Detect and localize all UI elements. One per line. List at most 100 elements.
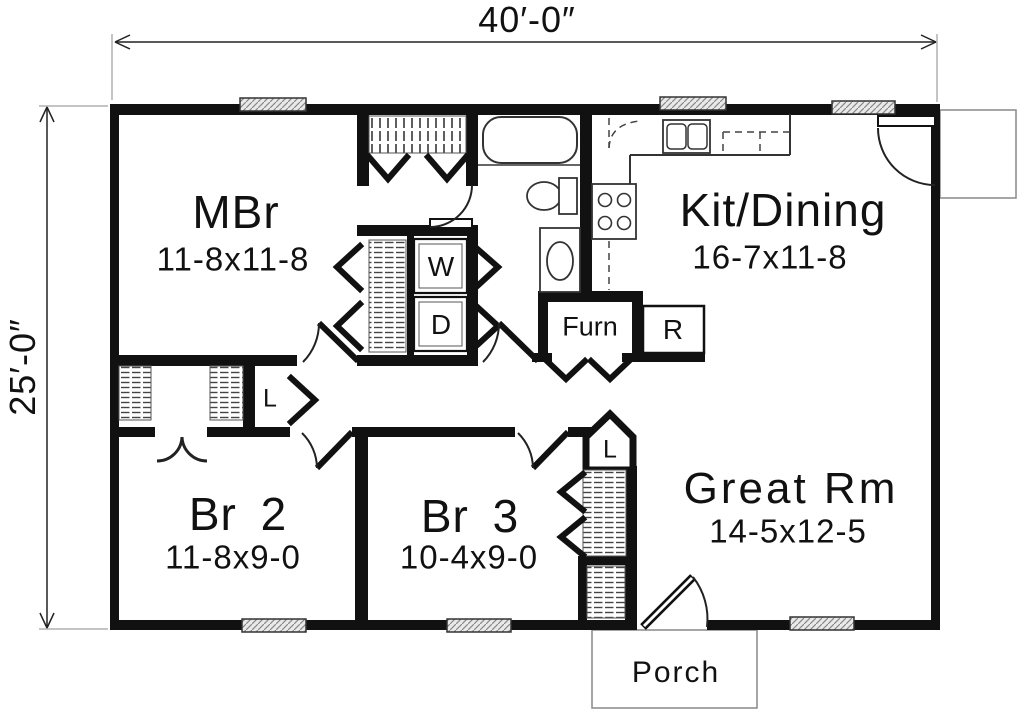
porch-outline <box>591 629 758 709</box>
bifold-furnace-right <box>586 356 634 384</box>
upper-cabinet-dashes <box>608 118 790 290</box>
room-size-mbr: 11-8x11-8 <box>156 240 310 278</box>
bifold-mbr-closet-left <box>364 152 412 184</box>
wall-coatcloset-east <box>625 563 637 621</box>
bifold-hall-linen <box>286 373 320 427</box>
wall-bedrooms-north-4 <box>568 427 592 437</box>
arrow-right-icon <box>920 34 937 50</box>
window-greatroom <box>789 616 855 631</box>
mbr-closet-rod <box>368 115 467 154</box>
bathtub <box>482 116 578 164</box>
windows <box>239 96 896 633</box>
wall-furnace-right <box>632 291 643 362</box>
toilet-tank <box>558 177 578 215</box>
wall-bottom-left <box>110 620 637 630</box>
wall-mbr-east-stub <box>357 114 369 186</box>
window-mbr <box>239 97 307 112</box>
vanity-sink <box>546 241 574 281</box>
window-dining <box>831 100 896 115</box>
room-size-br3: 10-4x9-0 <box>399 538 539 576</box>
depth-dimension-label: 25′-0″ <box>2 318 43 416</box>
bifold-br3-closet-lower <box>556 514 588 560</box>
wall-hall-north-1 <box>119 355 297 366</box>
interior-walls <box>119 114 705 621</box>
bifold-laundry-east-upper <box>469 241 503 294</box>
wall-right <box>931 104 940 630</box>
linen-hall-label: L <box>263 384 277 413</box>
dryer-box-inner <box>418 301 463 347</box>
window-br3 <box>446 618 512 633</box>
wall-laundry-east <box>467 236 478 355</box>
closet-shelving <box>118 115 627 619</box>
bifold-br3-closet-upper <box>556 469 588 515</box>
arrow-down-icon <box>39 612 55 629</box>
room-label-mbr: MBr <box>192 186 280 238</box>
wall-top <box>110 104 940 115</box>
sink-basin-left <box>666 123 687 150</box>
wall-br3closet-east <box>626 466 637 565</box>
wall-bedrooms-north-2 <box>207 427 290 437</box>
counter-edge <box>629 114 791 184</box>
wall-bath-kitchen <box>580 114 592 295</box>
wall-laundry-divider <box>407 236 414 355</box>
wall-closet-divider <box>243 359 255 431</box>
front-door <box>640 574 709 630</box>
br2-door <box>301 429 355 471</box>
width-dimension-label: 40′-0″ <box>478 0 576 40</box>
wall-furnace-top <box>538 291 643 302</box>
bifold-mbr-closet-right <box>423 152 471 184</box>
wall-furnace-bottom-left <box>532 353 552 362</box>
wall-bath-west-stub <box>466 114 478 186</box>
room-label-greatroom: Great Rm <box>683 464 899 513</box>
wall-furnace-left <box>538 291 548 362</box>
room-size-greatroom: 14-5x12-5 <box>709 512 867 550</box>
depth-dimension-line <box>39 105 108 630</box>
linen-br3-label: L <box>603 435 617 464</box>
wall-left <box>110 104 119 630</box>
wall-br2-br3-divider <box>355 437 368 620</box>
wall-greatroom-stub <box>643 353 705 362</box>
refrigerator-label: R <box>662 314 684 345</box>
bifold-laundry-west-upper <box>332 241 365 294</box>
entry-door <box>877 115 936 186</box>
refrigerator-box <box>641 304 706 355</box>
wall-laundry-top <box>357 225 478 236</box>
washer-label: W <box>427 251 455 282</box>
wall-coatcloset-west <box>578 563 587 621</box>
bath-door <box>429 184 473 229</box>
arrow-up-icon <box>39 106 55 123</box>
range-burners <box>597 192 632 231</box>
width-dimension-line <box>111 34 938 102</box>
wall-hall-north-2 <box>357 355 478 366</box>
arrow-left-icon <box>114 34 131 50</box>
wall-br3closet-bottom <box>578 556 637 565</box>
room-size-br2: 11-8x9-0 <box>165 538 301 576</box>
window-kitchen <box>659 96 727 111</box>
room-label-kitchen-dining: Kit/Dining <box>679 184 887 236</box>
porch-label: Porch <box>631 656 721 689</box>
toilet-bowl <box>526 181 562 211</box>
swing-doors <box>156 115 936 630</box>
wall-furnace-bottom-right <box>622 353 643 362</box>
mbr-door <box>302 320 361 364</box>
washer-box-inner <box>418 243 463 289</box>
wall-bedrooms-north-3 <box>352 427 515 437</box>
bathroom-fixtures <box>478 116 581 293</box>
entry-stoop-outline <box>939 109 1017 199</box>
laundry-shelves <box>368 239 407 353</box>
dryer-label: D <box>430 309 452 340</box>
br3-door <box>517 429 571 471</box>
furnace-label: Furn <box>562 311 618 342</box>
bifold-furnace-left <box>542 356 590 384</box>
br2-closet-shelf-left <box>118 365 152 421</box>
laundry-fixtures <box>412 237 469 353</box>
coat-closet-shelves <box>586 565 626 619</box>
room-label-br3: Br 3 <box>420 490 520 542</box>
br3-closet-shelves <box>582 469 627 557</box>
window-br2 <box>241 618 307 633</box>
kitchen-fixtures <box>591 114 791 355</box>
br2-closet-shelf-right <box>209 365 244 421</box>
dimension-lines <box>39 34 938 630</box>
